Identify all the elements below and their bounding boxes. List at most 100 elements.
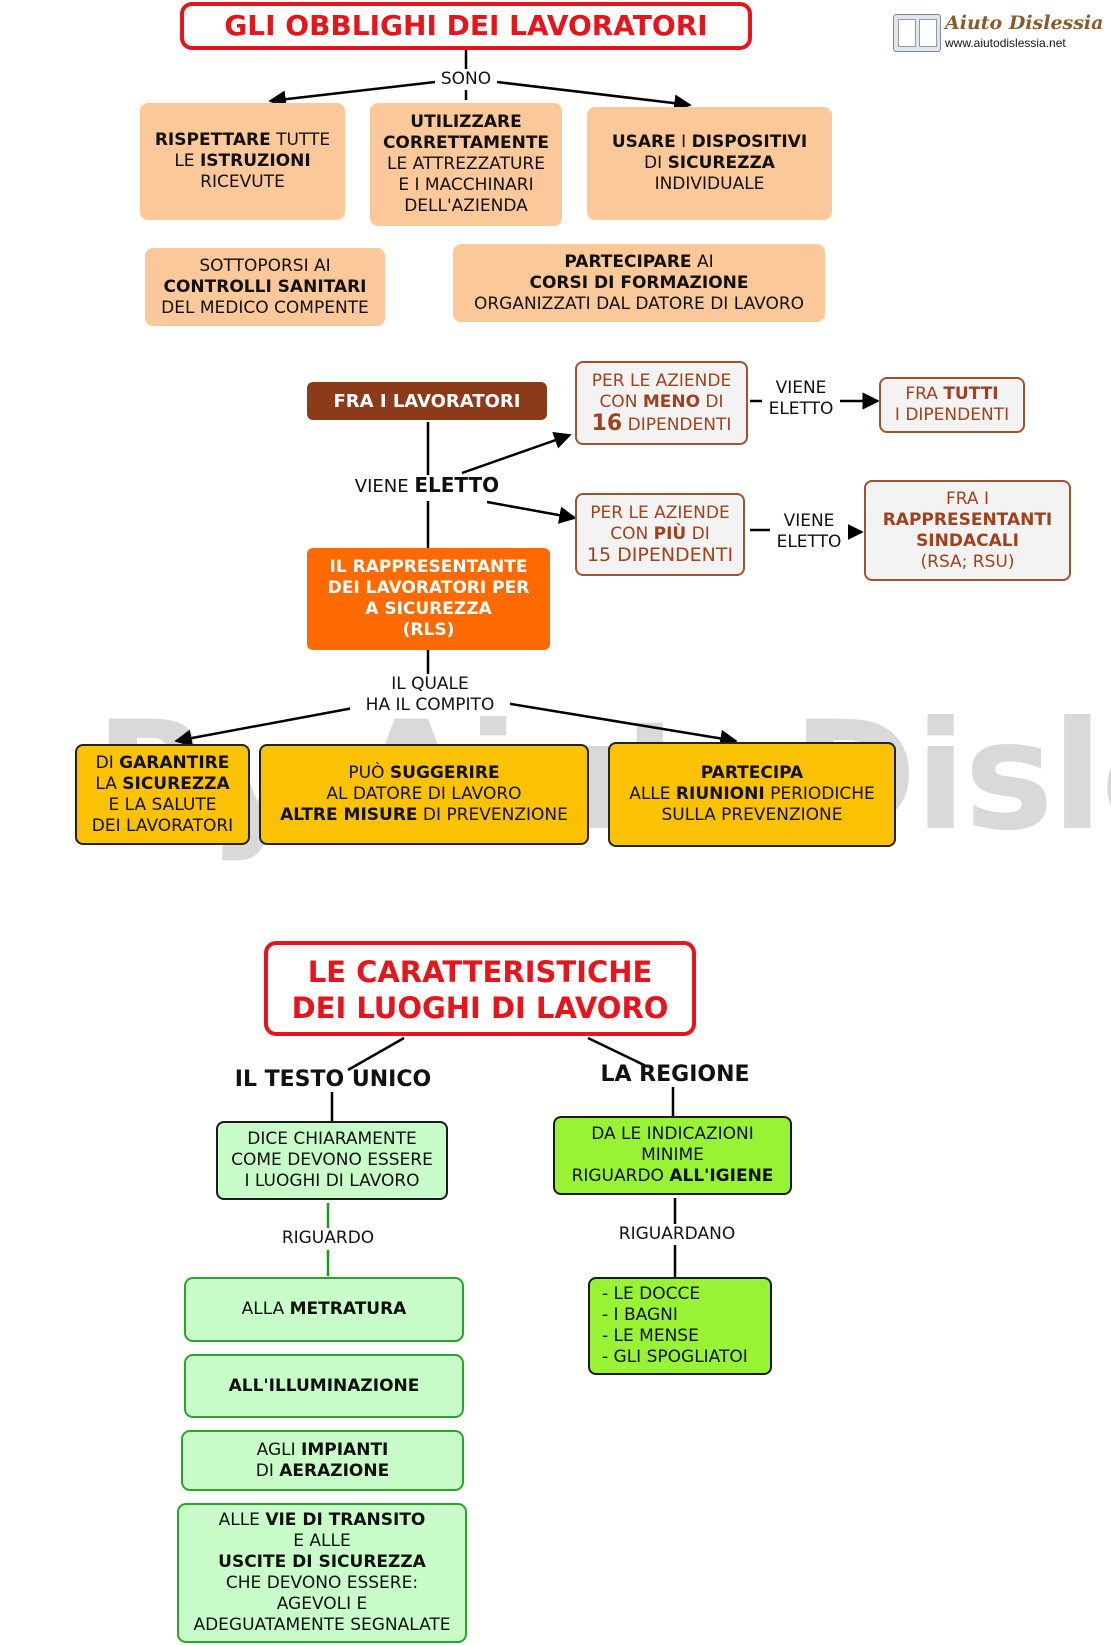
- piu-line-3: 15 DIPENDENTI: [586, 544, 734, 566]
- rls-line-1: IL RAPPRESENTANTE: [329, 557, 528, 577]
- tutti-line-2: I DIPENDENTI: [894, 405, 1010, 425]
- task-2-line-1: PUÒ SUGGERIRE: [348, 763, 500, 783]
- task-3-line-1: PARTECIPA: [700, 763, 804, 783]
- igiene-list-item: - I BAGNI: [602, 1305, 678, 1325]
- obbligo-corsi-formazione: PARTECIPARE AI CORSI DI FORMAZIONE ORGAN…: [453, 244, 825, 322]
- obbligo-3-line-1: USARE I DISPOSITIVI: [611, 132, 808, 152]
- logo-url: www.aiutodislessia.net: [945, 36, 1066, 50]
- sono-label: SONO: [436, 69, 496, 90]
- fra-i-lavoratori-box: FRA I LAVORATORI: [307, 382, 547, 420]
- il-quale-label: IL QUALE HA IL COMPITO: [350, 674, 510, 716]
- rsa-line-3: SINDACALI: [916, 530, 1019, 551]
- obbligo-utilizzare-attrezzature: UTILIZZARE CORRETTAMENTE LE ATTREZZATURE…: [370, 103, 562, 226]
- piu-line-2: CON PIÙ DI: [610, 524, 710, 544]
- task-3-line-3: SULLA PREVENZIONE: [661, 805, 843, 825]
- aziende-meno-16-box: PER LE AZIENDE CON MENO DI 16 DIPENDENTI: [575, 361, 748, 445]
- item-4-line-6: ADEGUATAMENTE SEGNALATE: [193, 1615, 451, 1635]
- rls-line-3: A SICUREZZA: [365, 599, 492, 619]
- dice-line-3: I LUOGHI DI LAVORO: [244, 1171, 420, 1191]
- section3-title: LE CARATTERISTICHE DEI LUOGHI DI LAVORO: [264, 941, 696, 1036]
- indicazioni-line-2: MINIME: [641, 1145, 704, 1165]
- item-metratura: ALLA METRATURA: [184, 1277, 464, 1342]
- indicazioni-line-1: DA LE INDICAZIONI: [591, 1124, 754, 1144]
- item-illuminazione: ALL'ILLUMINAZIONE: [184, 1354, 464, 1418]
- item-4-line-5: AGEVOLI E: [276, 1594, 368, 1614]
- riguardano-label: RIGUARDANO: [612, 1224, 742, 1245]
- task-1-line-2: LA SICUREZZA: [95, 773, 230, 794]
- item-4-line-1: ALLE VIE DI TRANSITO: [218, 1510, 426, 1530]
- rsa-line-1: FRA I: [946, 488, 989, 509]
- obbligo-2-line-3: LE ATTREZZATURE: [387, 154, 545, 174]
- rappresentanti-sindacali-box: FRA I RAPPRESENTANTI SINDACALI (RSA; RSU…: [864, 480, 1071, 581]
- section3-title-line-1: LE CARATTERISTICHE: [307, 955, 653, 989]
- dice-chiaramente-box: DICE CHIARAMENTE COME DEVONO ESSERE I LU…: [216, 1121, 448, 1200]
- fra-tutti-dipendenti-box: FRA TUTTI I DIPENDENTI: [879, 377, 1025, 433]
- item-impianti-aerazione: AGLI IMPIANTI DI AERAZIONE: [181, 1430, 464, 1491]
- viene-eletto-1-label: VIENE ELETTO: [762, 378, 840, 420]
- rsa-line-2: RAPPRESENTANTI: [882, 509, 1053, 530]
- fra-i-lavoratori-text: FRA I LAVORATORI: [333, 390, 521, 412]
- item-4-line-3: USCITE DI SICUREZZA: [218, 1552, 426, 1572]
- item-2-line-1: ALL'ILLUMINAZIONE: [228, 1375, 420, 1396]
- obbligo-1-line-2: LE ISTRUZIONI: [174, 151, 311, 171]
- testo-unico-heading: IL TESTO UNICO: [234, 1067, 432, 1092]
- task-suggerire-misure: PUÒ SUGGERIRE AL DATORE DI LAVORO ALTRE …: [259, 744, 589, 845]
- obbligo-5-line-2: CORSI DI FORMAZIONE: [529, 272, 749, 293]
- obbligo-2-line-1: UTILIZZARE: [410, 112, 522, 132]
- task-1-line-4: DEI LAVORATORI: [91, 815, 234, 836]
- igiene-list-item: - LE DOCCE: [602, 1284, 701, 1304]
- item-4-line-2: E ALLE: [293, 1531, 351, 1551]
- obbligo-2-line-5: DELL'AZIENDA: [404, 196, 528, 216]
- section1-title-text: GLI OBBLIGHI DEI LAVORATORI: [224, 9, 708, 42]
- rls-line-4: (RLS): [402, 620, 455, 640]
- meno-line-2: CON MENO DI: [599, 391, 724, 412]
- item-4-line-4: CHE DEVONO ESSERE:: [225, 1573, 419, 1593]
- piu-line-1: PER LE AZIENDE: [590, 503, 730, 523]
- obbligo-4-line-3: DEL MEDICO COMPENTE: [161, 297, 369, 318]
- logo[interactable]: Aiuto Dislessia www.aiutodislessia.net: [893, 12, 1103, 54]
- regione-heading: LA REGIONE: [600, 1062, 750, 1087]
- section1-title: GLI OBBLIGHI DEI LAVORATORI: [180, 2, 752, 50]
- book-logo-icon: [893, 14, 941, 52]
- obbligo-1-line-1: RISPETTARE TUTTE: [154, 130, 331, 150]
- obbligo-4-line-2: CONTROLLI SANITARI: [163, 276, 367, 297]
- obbligo-2-line-2: CORRETTAMENTE: [382, 133, 550, 153]
- task-1-line-3: E LA SALUTE: [108, 794, 217, 815]
- meno-line-3: 16 DIPENDENTI: [591, 410, 732, 436]
- obbligo-2-line-4: E I MACCHINARI: [398, 175, 534, 195]
- obbligo-3-line-2: DI SICUREZZA: [644, 153, 775, 173]
- rls-box: IL RAPPRESENTANTE DEI LAVORATORI PER A S…: [307, 548, 550, 650]
- indicazioni-igiene-box: DA LE INDICAZIONI MINIME RIGUARDO ALL'IG…: [553, 1116, 792, 1195]
- obbligo-rispettare-istruzioni: RISPETTARE TUTTE LE ISTRUZIONI RICEVUTE: [140, 103, 345, 220]
- aziende-piu-15-box: PER LE AZIENDE CON PIÙ DI 15 DIPENDENTI: [575, 493, 745, 576]
- obbligo-1-line-3: RICEVUTE: [200, 172, 285, 192]
- task-3-line-2: ALLE RIUNIONI PERIODICHE: [629, 784, 875, 804]
- meno-line-1: PER LE AZIENDE: [591, 370, 732, 391]
- item-3-line-2: DI AERAZIONE: [255, 1460, 390, 1481]
- obbligo-usare-dispositivi: USARE I DISPOSITIVI DI SICUREZZA INDIVID…: [587, 107, 832, 220]
- task-1-line-1: DI GARANTIRE: [95, 752, 230, 773]
- igiene-list-item: - LE MENSE: [602, 1326, 699, 1346]
- obbligo-controlli-sanitari: SOTTOPORSI AI CONTROLLI SANITARI DEL MED…: [145, 248, 385, 326]
- obbligo-5-line-3: ORGANIZZATI DAL DATORE DI LAVORO: [473, 293, 805, 314]
- dice-line-2: COME DEVONO ESSERE: [231, 1150, 433, 1170]
- indicazioni-line-3: RIGUARDO ALL'IGIENE: [571, 1166, 774, 1186]
- item-3-line-1: AGLI IMPIANTI: [256, 1439, 389, 1460]
- viene-eletto-label: VIENE ELETTO: [352, 475, 502, 497]
- task-partecipa-riunioni: PARTECIPA ALLE RIUNIONI PERIODICHE SULLA…: [608, 742, 896, 847]
- viene-eletto-2-label: VIENE ELETTO: [770, 511, 848, 553]
- tutti-line-1: FRA TUTTI: [905, 384, 999, 404]
- igiene-list-item: - GLI SPOGLIATOI: [602, 1347, 748, 1367]
- igiene-list-box: - LE DOCCE - I BAGNI - LE MENSE - GLI SP…: [588, 1277, 772, 1375]
- item-vie-transito-uscite: ALLE VIE DI TRANSITO E ALLE USCITE DI SI…: [177, 1503, 467, 1643]
- task-2-line-2: AL DATORE DI LAVORO: [326, 784, 522, 804]
- logo-name: Aiuto Dislessia: [945, 12, 1104, 34]
- obbligo-4-line-1: SOTTOPORSI AI: [199, 255, 331, 276]
- task-garantire-sicurezza: DI GARANTIRE LA SICUREZZA E LA SALUTE DE…: [75, 744, 250, 845]
- section3-title-line-2: DEI LUOGHI DI LAVORO: [291, 991, 669, 1025]
- item-1-line-1: ALLA METRATURA: [241, 1299, 407, 1319]
- dice-line-1: DICE CHIARAMENTE: [247, 1129, 417, 1149]
- task-2-line-3: ALTRE MISURE DI PREVENZIONE: [280, 805, 568, 825]
- riguardo-label: RIGUARDO: [273, 1228, 383, 1249]
- obbligo-3-line-3: INDIVIDUALE: [654, 174, 765, 194]
